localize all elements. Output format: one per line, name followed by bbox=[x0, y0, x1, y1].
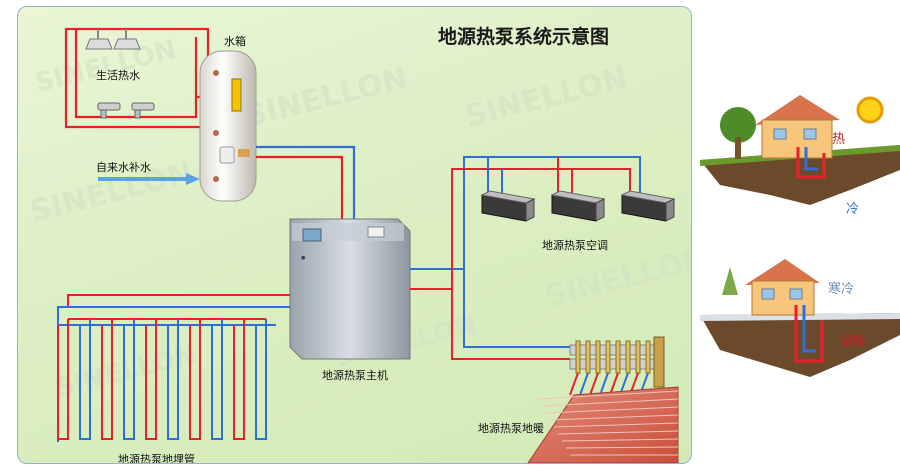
ground-loop bbox=[211, 319, 223, 440]
summer-illustration: 热 冷 bbox=[700, 95, 900, 217]
ground-loop bbox=[189, 319, 201, 440]
floor-heating-label: 地源热泵地暖 bbox=[478, 421, 544, 435]
winter-warm-label: 温暖 bbox=[840, 334, 866, 349]
ground-loop bbox=[101, 319, 113, 440]
ground-loop bbox=[167, 319, 179, 440]
host-unit-label: 地源热泵主机 bbox=[322, 368, 388, 382]
tree-icon bbox=[720, 107, 756, 143]
heat-pump-diagram: SINELLON SINELLON SINELLON SINELLON SINE… bbox=[26, 25, 691, 463]
air-conditioning-label: 地源热泵空调 bbox=[542, 238, 608, 252]
floor-manifold bbox=[569, 336, 665, 396]
ground-loop bbox=[57, 319, 69, 440]
summer-hot-label: 热 bbox=[832, 132, 845, 147]
sun-icon bbox=[856, 96, 884, 124]
tree-icon bbox=[722, 267, 738, 295]
house-roof-icon bbox=[745, 259, 820, 285]
shower-icon bbox=[85, 29, 141, 50]
fan-coil-units bbox=[480, 190, 676, 222]
water-tank bbox=[199, 50, 257, 202]
faucet-icon bbox=[97, 102, 155, 119]
seasonal-illustrations: 热 冷 寒冷 温暖 bbox=[700, 95, 900, 377]
domestic-hot-water-label: 生活热水 bbox=[96, 68, 140, 82]
ground-loop bbox=[145, 319, 157, 440]
house-roof-icon bbox=[755, 95, 840, 125]
ground-loops bbox=[57, 319, 267, 440]
winter-illustration: 寒冷 温暖 bbox=[700, 259, 900, 377]
ground-soil bbox=[700, 313, 900, 377]
summer-cold-label: 冷 bbox=[846, 202, 859, 217]
heat-pump-unit: ● bbox=[289, 218, 411, 360]
diagram-title: 地源热泵系统示意图 bbox=[438, 25, 609, 48]
watermark-text: SINELLON bbox=[461, 61, 631, 135]
ground-pipes-label: 地源热泵地埋管 bbox=[118, 452, 195, 463]
distribution-pipes bbox=[410, 156, 641, 360]
diagram-panel: SINELLON SINELLON SINELLON SINELLON SINE… bbox=[17, 6, 692, 464]
fan-coil-unit bbox=[550, 190, 606, 222]
tank-unit-pipes bbox=[256, 145, 356, 222]
ground-loop bbox=[233, 319, 245, 440]
unit-brand-icon: ● bbox=[301, 255, 306, 261]
watermark-text: SINELLON bbox=[241, 61, 411, 135]
arrow-head-icon bbox=[186, 173, 200, 185]
ground-loop bbox=[79, 319, 91, 440]
fan-coil-unit bbox=[480, 190, 536, 222]
ground-loop bbox=[255, 319, 267, 440]
winter-cold-label: 寒冷 bbox=[828, 281, 854, 297]
floor-heating-slab bbox=[527, 386, 679, 463]
ground-loop bbox=[123, 319, 135, 440]
tap-water-label: 自来水补水 bbox=[96, 161, 151, 174]
water-tank-label: 水箱 bbox=[224, 34, 246, 48]
fan-coil-unit bbox=[620, 190, 676, 222]
